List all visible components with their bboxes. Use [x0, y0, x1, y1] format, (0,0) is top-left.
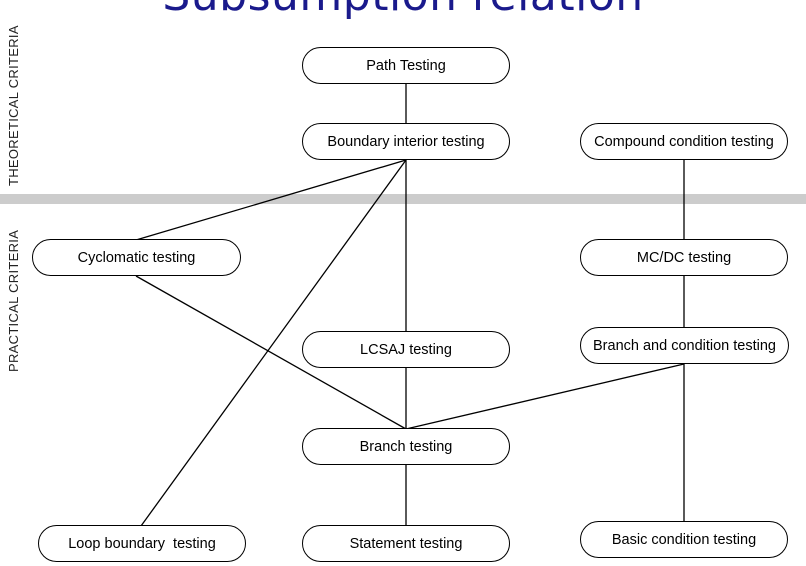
edge-boundary-interior-to-cyclomatic	[135, 159, 407, 241]
node-cyclomatic-testing: Cyclomatic testing	[32, 239, 241, 276]
page-title: Subsumption relation	[0, 0, 806, 21]
edge-branch-condition-to-branch	[405, 363, 685, 430]
node-branch-and-condition-testing: Branch and condition testing	[580, 327, 789, 364]
edge-cyclomatic-to-branch	[135, 275, 407, 430]
criteria-separator-band	[0, 194, 806, 204]
node-mcdc-testing: MC/DC testing	[580, 239, 788, 276]
node-lcsaj-testing: LCSAJ testing	[302, 331, 510, 368]
node-statement-testing: Statement testing	[302, 525, 510, 562]
node-path-testing: Path Testing	[302, 47, 510, 84]
edge-boundary-interior-to-loop-boundary	[140, 159, 407, 527]
node-boundary-interior-testing: Boundary interior testing	[302, 123, 510, 160]
node-loop-boundary-testing: Loop boundary testing	[38, 525, 246, 562]
node-basic-condition-testing: Basic condition testing	[580, 521, 788, 558]
node-compound-condition-testing: Compound condition testing	[580, 123, 788, 160]
node-branch-testing: Branch testing	[302, 428, 510, 465]
